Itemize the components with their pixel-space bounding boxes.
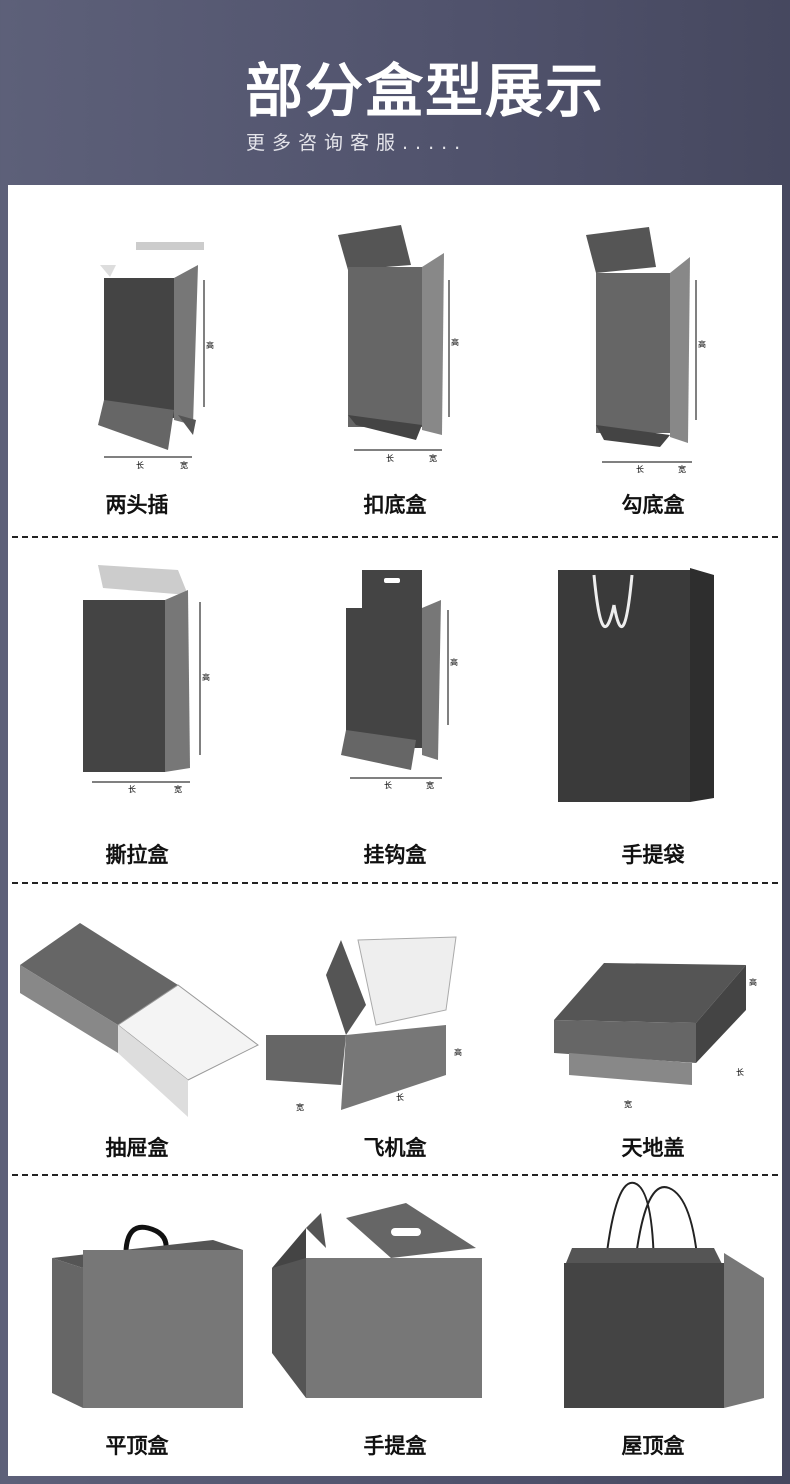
box-label: 平顶盒 <box>105 1434 169 1458</box>
row-2: 高 长 宽 撕拉盒 高 长 宽 挂钩盒 手提袋 <box>8 540 782 885</box>
length-label: 长 <box>128 784 136 794</box>
length-label: 长 <box>386 453 394 463</box>
box-label: 飞机盒 <box>363 1136 427 1160</box>
box-flat-top: 平顶盒 <box>8 1178 266 1476</box>
divider <box>12 1174 778 1176</box>
length-label: 长 <box>736 1067 744 1077</box>
tuck-box-illustration: 高 长 宽 <box>98 242 214 470</box>
tear-box-illustration: 高 长 宽 <box>83 565 210 794</box>
height-label: 高 <box>202 672 210 682</box>
height-label: 高 <box>454 1047 462 1057</box>
box-snap-lock: 高 长 宽 扣底盒 <box>266 185 524 535</box>
box-label: 手提袋 <box>621 843 685 867</box>
box-label: 挂钩盒 <box>363 843 427 867</box>
box-type-panel: 高 长 宽 两头插 高 长 宽 扣底盒 高 长 宽 勾底盒 高 长 宽 <box>8 185 782 1476</box>
snap-box-illustration: 高 长 宽 <box>338 225 459 463</box>
box-drawer: 抽屉盒 <box>8 885 266 1178</box>
divider <box>12 536 778 538</box>
box-label: 天地盖 <box>621 1136 685 1160</box>
box-label: 抽屉盒 <box>105 1136 169 1160</box>
height-label: 高 <box>698 339 706 349</box>
box-label: 撕拉盒 <box>105 843 169 867</box>
page-subtitle: 更多咨询客服..... <box>246 132 468 154</box>
length-label: 长 <box>136 460 144 470</box>
roof-box-illustration <box>564 1181 764 1408</box>
box-tuck-end: 高 长 宽 两头插 <box>8 185 266 535</box>
width-label: 宽 <box>174 784 182 794</box>
length-label: 长 <box>384 780 392 790</box>
width-label: 宽 <box>678 464 686 474</box>
hook-box-illustration: 高 长 宽 <box>586 227 706 474</box>
width-label: 宽 <box>429 453 437 463</box>
flat-box-illustration <box>52 1224 243 1408</box>
width-label: 宽 <box>180 460 188 470</box>
box-tear-strip: 高 长 宽 撕拉盒 <box>8 540 266 885</box>
box-lid-base: 高 长 宽 天地盖 <box>524 885 782 1178</box>
width-label: 宽 <box>624 1099 632 1109</box>
row-1: 高 长 宽 两头插 高 长 宽 扣底盒 高 长 宽 勾底盒 <box>8 185 782 535</box>
drawer-box-illustration <box>20 923 259 1117</box>
box-roof: 屋顶盒 <box>524 1178 782 1476</box>
mailer-box-illustration: 宽 长 高 <box>266 936 462 1112</box>
length-label: 长 <box>396 1092 404 1102</box>
bag-illustration <box>558 568 714 802</box>
row-4: 平顶盒 手提盒 屋顶盒 <box>8 1178 782 1476</box>
box-mailer: 宽 长 高 飞机盒 <box>266 885 524 1178</box>
lid-box-illustration: 高 长 宽 <box>554 963 757 1109</box>
row-3: 抽屉盒 宽 长 高 飞机盒 高 长 宽 天地盖 <box>8 885 782 1178</box>
hang-box-illustration: 高 长 宽 <box>341 570 458 790</box>
box-label: 扣底盒 <box>363 493 427 517</box>
box-label: 勾底盒 <box>621 493 685 517</box>
box-label: 两头插 <box>105 493 169 517</box>
carry-box-illustration <box>272 1203 482 1398</box>
divider <box>12 882 778 884</box>
box-label: 手提盒 <box>363 1434 427 1458</box>
height-label: 高 <box>206 340 214 350</box>
width-label: 宽 <box>426 780 434 790</box>
width-label: 宽 <box>296 1102 304 1112</box>
page-title: 部分盒型展示 <box>244 57 605 125</box>
box-handbag: 手提袋 <box>524 540 782 885</box>
box-carry: 手提盒 <box>266 1178 524 1476</box>
length-label: 长 <box>636 464 644 474</box>
height-label: 高 <box>749 977 757 987</box>
height-label: 高 <box>450 657 458 667</box>
box-label: 屋顶盒 <box>621 1434 685 1458</box>
box-hook-bottom: 高 长 宽 勾底盒 <box>524 185 782 535</box>
height-label: 高 <box>451 337 459 347</box>
box-hanging: 高 长 宽 挂钩盒 <box>266 540 524 885</box>
